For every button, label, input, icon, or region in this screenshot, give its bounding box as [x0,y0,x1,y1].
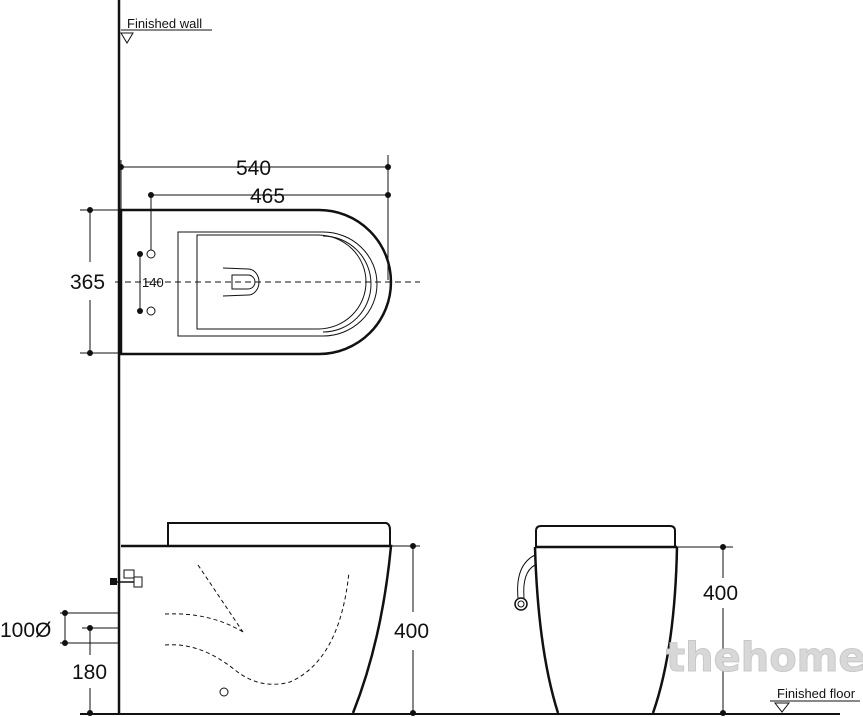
dimension-endpoints [62,164,726,716]
dim-width: 365 [70,271,105,294]
finished-wall-label: Finished wall [127,16,202,31]
dim-inlet-height: 180 [72,661,107,684]
side-view [60,522,420,714]
dim-fixing-spacing: 140 [142,275,164,290]
front-view [514,525,733,714]
dim-side-height: 400 [394,620,429,643]
dim-length: 540 [236,157,271,180]
wall-level-marker-icon [120,32,134,44]
dim-inlet-diameter: 100Ø [0,619,51,642]
dim-length-inner: 465 [250,185,285,208]
top-view [80,155,420,356]
floor-level-marker-icon [773,702,791,713]
dim-front-height: 400 [703,582,738,605]
water-inlet-icon [514,597,528,611]
finished-floor-label: Finished floor [777,686,856,701]
watermark: thehome [666,635,863,681]
